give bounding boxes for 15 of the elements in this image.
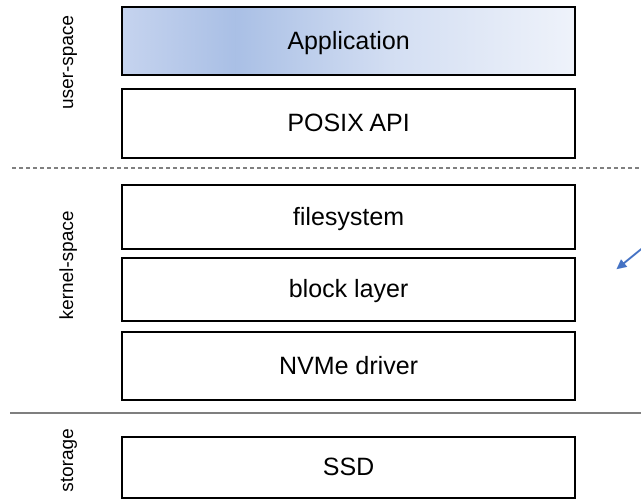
layer-box bbox=[121, 257, 576, 322]
layer-box bbox=[121, 88, 576, 159]
layer-box bbox=[121, 184, 576, 250]
layer-label: NVMe driver bbox=[279, 352, 418, 380]
layer-box bbox=[121, 436, 576, 499]
layer-label: filesystem bbox=[292, 202, 404, 232]
layer-box bbox=[121, 331, 576, 401]
layer-label: Application bbox=[287, 26, 410, 56]
region-label: storage bbox=[57, 428, 79, 492]
region-label: user-space bbox=[57, 15, 79, 109]
region-label: kernel-space bbox=[57, 210, 79, 320]
layer-label: block layer bbox=[288, 275, 408, 304]
layer-label: SSD bbox=[322, 453, 374, 482]
layer-box bbox=[121, 6, 576, 76]
layer-label: POSIX API bbox=[287, 109, 410, 138]
